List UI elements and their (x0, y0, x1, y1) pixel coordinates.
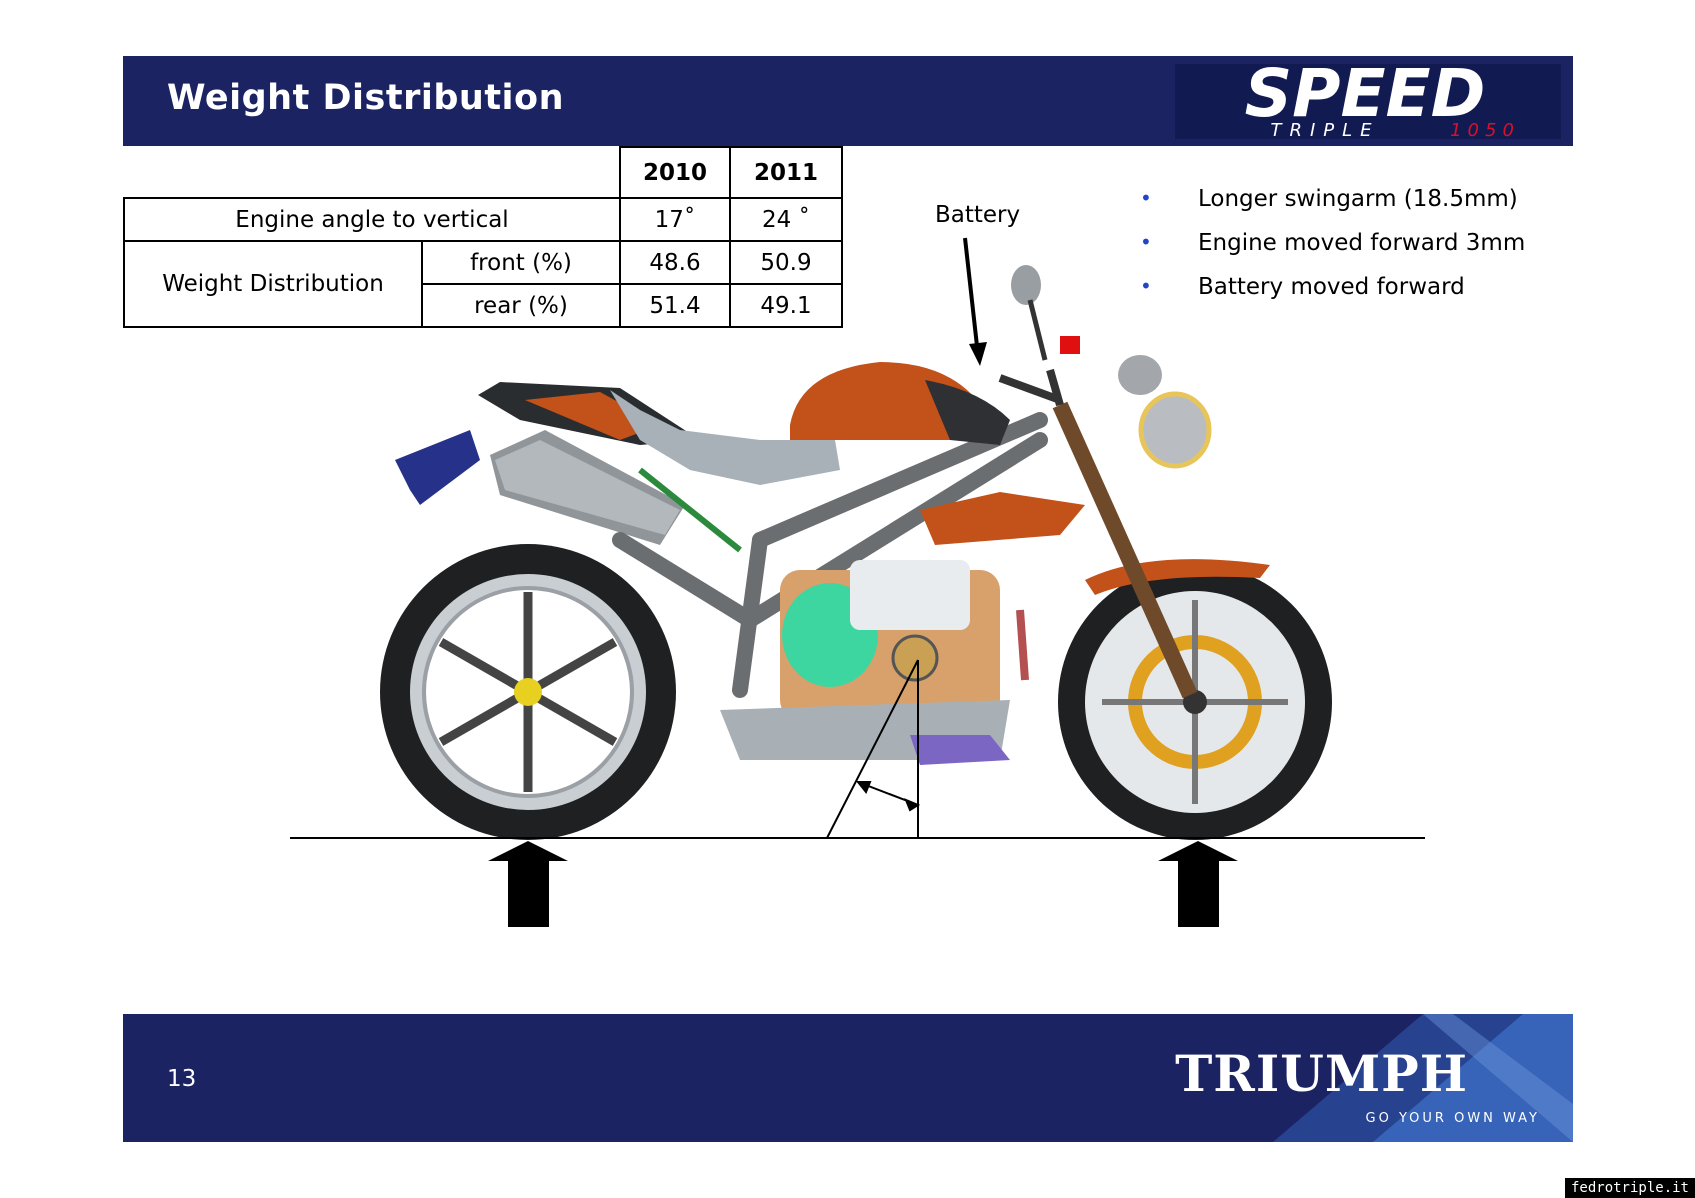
rear-2011: 49.1 (729, 283, 843, 328)
bullet-icon: • (1140, 230, 1152, 254)
bullet-text: Battery moved forward (1198, 274, 1465, 300)
weight-table: 2010 2011 Engine angle to vertical 17˚ 2… (123, 146, 843, 328)
speed-triple-logo: SPEED TRIPLE 1050 (1175, 64, 1561, 139)
brand-tagline: GO YOUR OWN WAY (1365, 1111, 1540, 1126)
engine-angle-label: Engine angle to vertical (123, 197, 621, 242)
engine-angle-2010: 17˚ (619, 197, 731, 242)
front-2010: 48.6 (619, 240, 731, 285)
logo-speed-text: SPEED (1245, 64, 1486, 132)
year-2011-header: 2011 (729, 146, 843, 199)
header-bar: Weight Distribution SPEED TRIPLE 1050 (123, 56, 1573, 146)
tail-seat (395, 382, 840, 505)
footer-background-graphic (1273, 1014, 1573, 1142)
front-label: front (%) (421, 240, 621, 285)
engine-angle-2011: 24 ˚ (729, 197, 843, 242)
battery-label: Battery (935, 202, 1021, 228)
bullet-text: Engine moved forward 3mm (1198, 230, 1526, 256)
front-load-arrow (1158, 841, 1238, 927)
front-wheel (1058, 559, 1332, 840)
triumph-logo: TRIUMPH (1175, 1044, 1468, 1103)
rear-label: rear (%) (421, 283, 621, 328)
slide-title: Weight Distribution (167, 78, 565, 118)
bullet-icon: • (1140, 186, 1152, 210)
bullet-text: Longer swingarm (18.5mm) (1198, 186, 1518, 212)
bullet-icon: • (1140, 274, 1152, 298)
front-2011: 50.9 (729, 240, 843, 285)
battery-arrow (963, 237, 987, 366)
weight-distribution-label: Weight Distribution (123, 240, 423, 328)
rear-2010: 51.4 (619, 283, 731, 328)
engine (720, 560, 1010, 765)
fuel-tank (790, 362, 1085, 545)
watermark: fedrotriple.it (1564, 1178, 1695, 1198)
page-number: 13 (167, 1066, 197, 1092)
logo-1050-text: 1050 (1450, 120, 1520, 139)
logo-triple-text: TRIPLE (1270, 120, 1379, 139)
engine-angle-indicator (826, 659, 921, 839)
rear-load-arrow (488, 841, 568, 927)
year-2010-header: 2010 (619, 146, 731, 199)
rear-wheel (380, 544, 676, 840)
exhaust (490, 430, 685, 545)
footer-bar: 13 TRIUMPH GO YOUR OWN WAY (123, 1014, 1573, 1142)
